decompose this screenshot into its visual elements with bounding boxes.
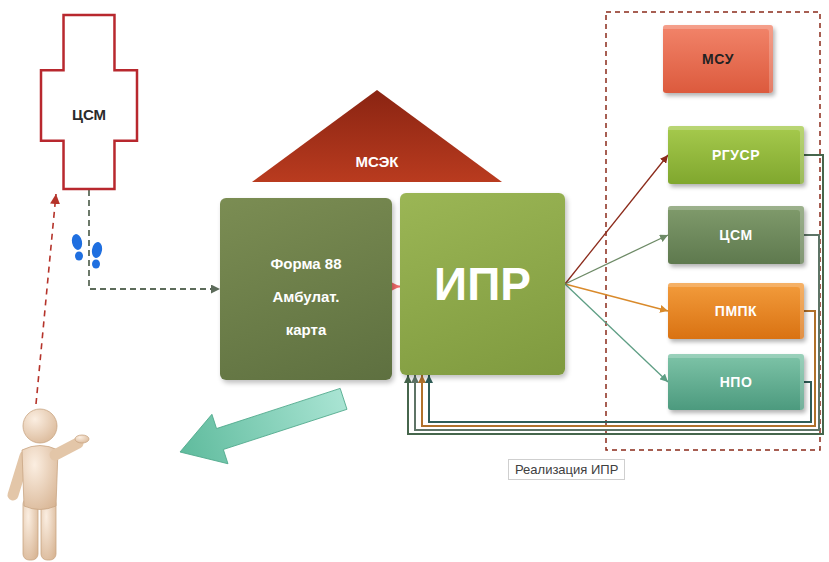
node-text-group: ЦСМ <box>72 106 106 123</box>
cross-shape: ЦСМ <box>40 14 138 190</box>
node-text-group: НПО <box>720 374 753 390</box>
block-arrow <box>172 374 352 477</box>
footprint <box>91 241 104 258</box>
node-text-group: ЦСМ <box>719 227 752 243</box>
flow-arrow <box>565 235 668 284</box>
node-label: РГУСР <box>712 147 760 163</box>
node-label: ЦСМ <box>719 227 752 243</box>
visit-line <box>36 194 56 404</box>
node-label: ЦСМ <box>72 106 106 123</box>
result-arrow <box>172 374 352 477</box>
person-arm <box>55 443 78 455</box>
footprint-heel <box>92 260 100 269</box>
triangle-roof: МСЭК <box>252 90 502 182</box>
flow-arrow <box>565 284 668 382</box>
node-label: Амбулат. карта <box>256 280 356 346</box>
agency-box: МСУ <box>663 25 773 93</box>
agency-box: НПО <box>668 354 804 410</box>
node-text-group: МСУ <box>702 51 734 67</box>
node-label: ИПР <box>434 257 531 311</box>
footprint-heel <box>75 252 83 261</box>
footprints-icon <box>70 233 103 268</box>
flow-arrow <box>392 286 400 288</box>
footprint <box>70 233 83 251</box>
group-frame <box>606 12 820 450</box>
annotation-label: Реализация ИПР <box>508 459 625 480</box>
node-label: МСЭК <box>356 153 399 170</box>
node-label: НПО <box>720 374 753 390</box>
node-label: ПМПК <box>715 303 757 319</box>
flow-arrow <box>89 190 220 289</box>
person-hand <box>75 435 89 443</box>
agency-box: ЦСМ <box>668 206 804 264</box>
node-text-group: РГУСР <box>712 147 760 163</box>
document-box: Форма 88Амбулат. карта <box>220 198 392 380</box>
flow-arrow <box>565 284 668 311</box>
node-text-group: МСЭК <box>356 153 399 170</box>
node-label: МСУ <box>702 51 734 67</box>
cross-outline <box>41 15 137 189</box>
node-text-group: ПМПК <box>715 303 757 319</box>
person-head <box>23 409 57 443</box>
node-text-group: Форма 88Амбулат. карта <box>256 247 356 346</box>
agency-box: ПМПК <box>668 283 804 339</box>
cross-outline <box>40 14 138 190</box>
program-box: ИПР <box>400 193 565 375</box>
node-label: Форма 88 <box>270 247 341 280</box>
node-text-group: ИПР <box>434 257 531 311</box>
triangle-outline <box>252 90 502 182</box>
agency-box: РГУСР <box>668 126 804 184</box>
person-figure <box>13 409 89 560</box>
flow-arrow <box>565 155 668 284</box>
